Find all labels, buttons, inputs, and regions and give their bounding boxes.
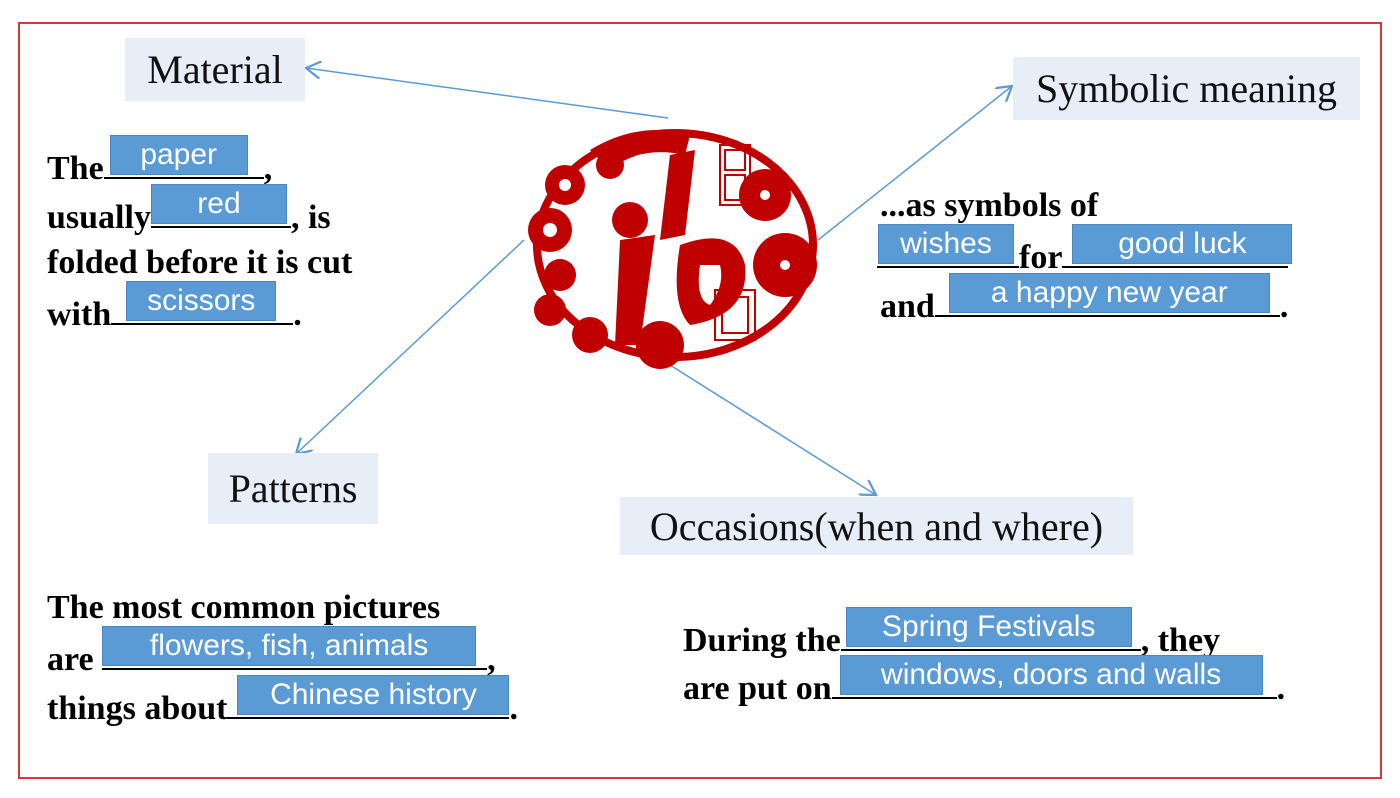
blank: paper	[103, 135, 264, 179]
text: .	[509, 690, 518, 727]
answer-scissors: scissors	[126, 281, 277, 321]
arrow-occasions	[669, 364, 876, 495]
answer-windows-doors-walls: windows, doors and walls	[839, 655, 1263, 695]
blank: good luck	[1062, 224, 1293, 268]
text: usually	[47, 199, 151, 236]
symbolic-line-3: and a happy new year.	[880, 273, 1289, 327]
blank: Chinese history	[227, 675, 510, 719]
material-line-3: folded before it is cut	[47, 244, 353, 281]
blank: wishes	[877, 224, 1019, 268]
patterns-line-2: are flowers, fish, animals,	[47, 626, 496, 680]
text: , is	[290, 199, 331, 236]
blank: flowers, fish, animals	[102, 626, 488, 670]
slide-border	[18, 22, 1382, 779]
text: for	[1019, 239, 1063, 276]
answer-chinese-history: Chinese history	[237, 675, 510, 715]
text: are put on	[683, 670, 832, 707]
text: things about	[47, 690, 228, 727]
text: The	[47, 150, 104, 187]
text: ,	[263, 150, 273, 187]
text: , they	[1140, 622, 1221, 659]
material-line-4: with scissors.	[47, 281, 302, 335]
blank: windows, doors and walls	[831, 655, 1277, 699]
text: .	[1276, 670, 1286, 707]
answer-paper: paper	[109, 135, 248, 175]
answer-happy-new-year: a happy new year	[948, 273, 1270, 313]
arrow-patterns	[296, 239, 525, 454]
text: .	[1279, 288, 1289, 325]
blank: Spring Festivals	[840, 607, 1141, 651]
label-patterns: Patterns	[208, 453, 378, 524]
answer-flowers-fish-animals: flowers, fish, animals	[102, 626, 477, 666]
blank: a happy new year	[934, 273, 1280, 317]
blank: scissors	[111, 281, 294, 325]
arrow-material	[306, 68, 669, 119]
text: with	[47, 296, 112, 333]
text: are	[47, 641, 94, 678]
answer-spring-festivals: Spring Festivals	[845, 607, 1132, 647]
arrow-symbolic	[817, 86, 1012, 241]
text: ,	[487, 641, 496, 678]
answer-red: red	[150, 184, 287, 224]
fu-papercut-image	[528, 129, 817, 369]
text: and	[880, 288, 935, 325]
label-material: Material	[125, 38, 305, 101]
label-symbolic-meaning: Symbolic meaning	[1013, 57, 1360, 120]
symbolic-line-1: ...as symbols of	[880, 187, 1099, 224]
patterns-line-1: The most common pictures	[47, 589, 441, 626]
answer-good-luck: good luck	[1072, 224, 1293, 264]
text: During the	[683, 622, 841, 659]
answer-wishes: wishes	[878, 224, 1014, 264]
label-occasions: Occasions(when and where)	[620, 497, 1133, 555]
text: .	[293, 296, 302, 333]
blank: red	[150, 184, 291, 228]
